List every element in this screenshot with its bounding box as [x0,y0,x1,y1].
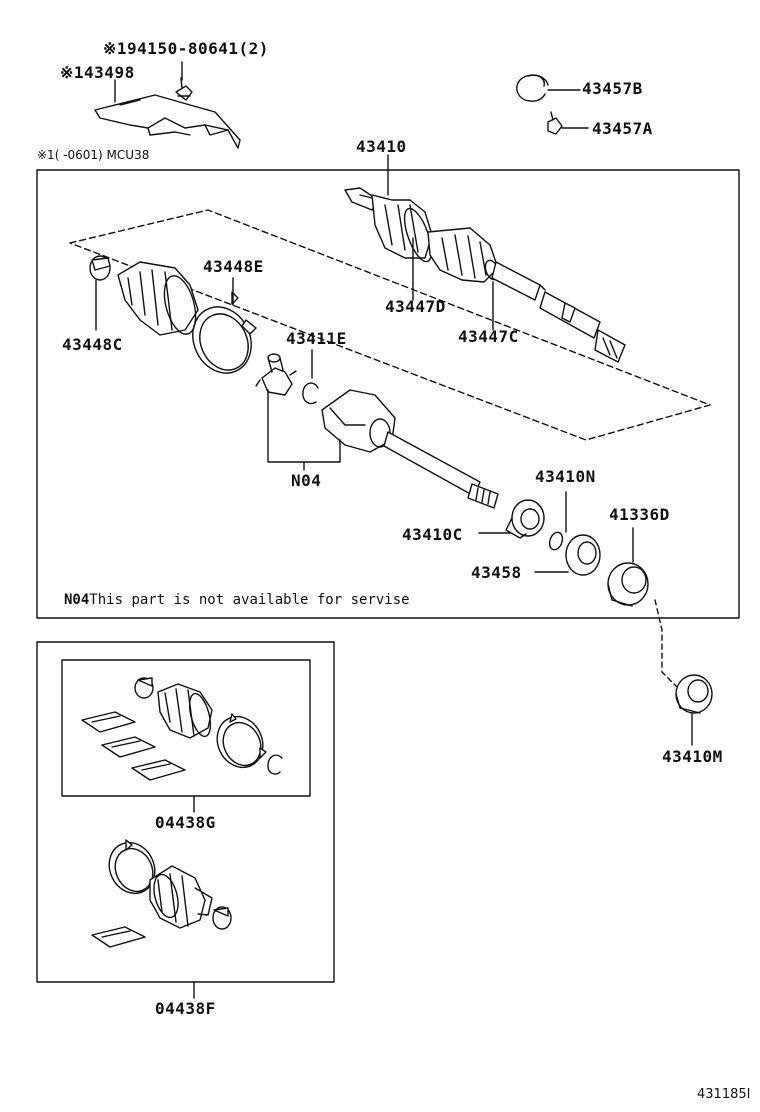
boot-kit-g-box [61,659,311,797]
clamp-43448c [89,255,111,281]
kit-f-boot [149,865,213,929]
note-mcu38: ※1( -0601) MCU38 [37,148,150,162]
cover-43498 [94,94,241,149]
boot-kit-outline [69,209,711,441]
label-94150-80641: ※194150-80641(2) [103,39,269,58]
inner-boot [117,261,199,336]
ring-43458 [565,534,601,576]
outer-joint-assembly [344,187,626,363]
label-43411e: 43411E [286,329,347,348]
n04-note-code: N04 [64,592,90,608]
seal-41336d [607,562,649,607]
label-43498: ※143498 [60,63,135,82]
nipple-43457a [547,111,563,135]
kit-f-grease-pack [91,926,146,948]
diagram-id: 431185I [697,1087,751,1102]
inner-joint-housing [321,389,499,509]
n04-note: N04This part is not available for servis… [64,592,410,608]
kit-g-clamp-small [134,677,154,699]
label-43448e: 43448E [203,257,264,276]
label-43447c: 43447C [458,327,519,346]
snap-ring-43457b [516,74,549,102]
snap-ring-43410n [548,531,564,551]
snap-ring-43411e [302,382,319,405]
kit-f-clamp-small [212,906,232,930]
label-43457b: 43457B [582,79,643,98]
label-43458: 43458 [471,563,522,582]
label-43448c: 43448C [62,335,123,354]
kit-g-snap-ring [267,754,283,775]
label-43410n: 43410N [535,467,596,486]
label-43410c: 43410C [402,525,463,544]
label-43410: 43410 [356,137,407,156]
kit-g-clamp-large [216,713,267,769]
label-04438g: 04438G [155,813,216,832]
label-04438f: 04438F [155,999,216,1018]
label-41336d: 41336D [609,505,670,524]
bearing-43410c [505,499,545,539]
kit-g-boot [157,683,213,739]
n04-note-text: This part is not available for servise [89,592,410,608]
boot-kit-box [36,641,335,983]
label-n04: N04 [291,471,322,490]
tripod-joint [255,353,297,396]
label-43447d: 43447D [385,297,446,316]
link-43410m [654,599,679,689]
kit-f-clamp-large [108,839,156,895]
label-43457a: 43457A [592,119,653,138]
clip-94150 [175,77,193,101]
kit-g-grease-packs [81,711,186,781]
label-43410m: 43410M [662,747,723,766]
bearing-43410m [675,674,713,714]
